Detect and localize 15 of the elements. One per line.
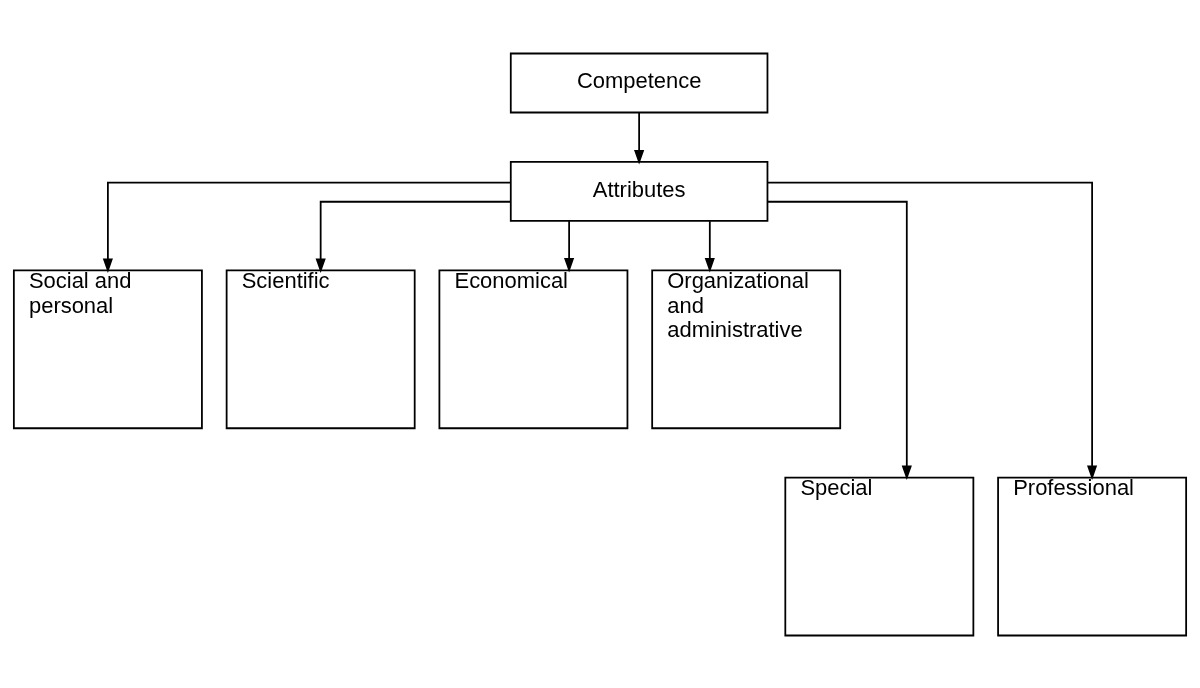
- arrow: [766, 181, 1098, 480]
- node-box: Professional: [997, 476, 1188, 636]
- node-box: Attributes: [509, 160, 769, 222]
- node-box: Social and personal: [12, 269, 203, 429]
- arrow: [102, 181, 512, 273]
- node-box: Special: [784, 476, 975, 636]
- arrow: [766, 200, 912, 480]
- node-box: Economical: [438, 269, 629, 429]
- node-box: Organizational and administrative: [651, 269, 842, 429]
- arrow: [315, 200, 512, 273]
- arrow: [564, 219, 575, 272]
- arrow: [634, 111, 645, 165]
- node-box: Competence: [509, 52, 769, 113]
- node-box: Scientific: [225, 269, 416, 429]
- arrow: [704, 219, 715, 272]
